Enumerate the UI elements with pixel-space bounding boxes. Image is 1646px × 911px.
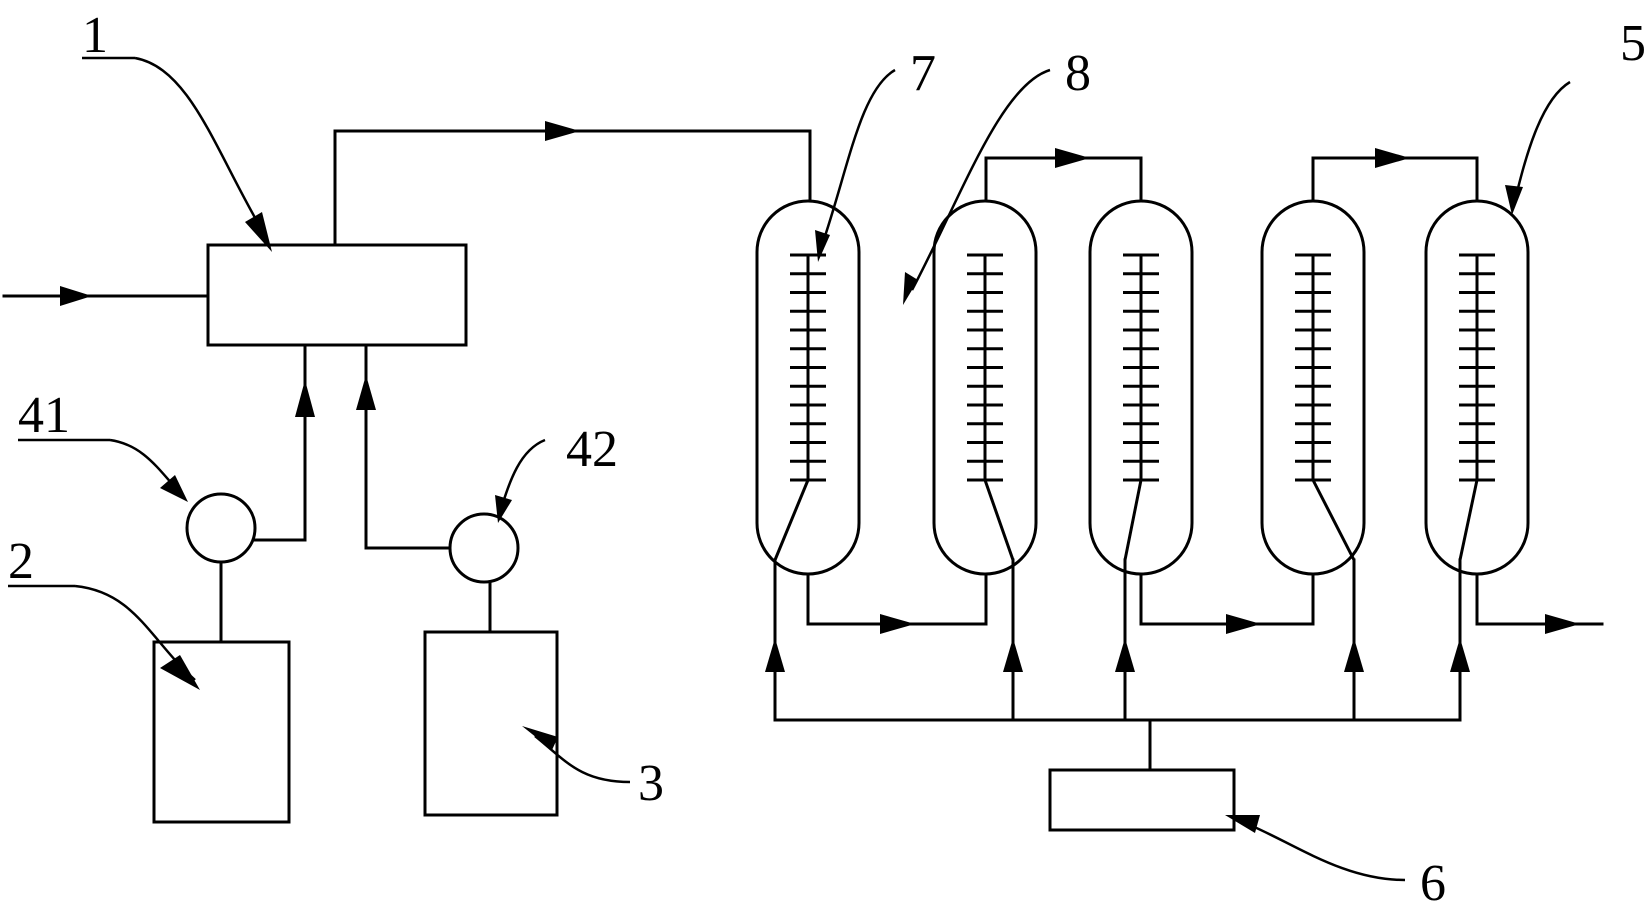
distributor-rack-4	[1295, 253, 1356, 561]
label-6: 6	[1225, 815, 1446, 911]
distributor-rack-3	[1123, 253, 1159, 561]
tank-3	[423, 630, 559, 817]
supply-unit-6	[1048, 768, 1236, 832]
pump-42-to-mixer-line	[356, 343, 452, 550]
label-42: 42	[495, 421, 618, 523]
top-connector-2-3	[984, 148, 1143, 203]
distributor-racks	[773, 253, 1495, 561]
svg-text:5: 5	[1620, 15, 1646, 72]
svg-text:8: 8	[1065, 45, 1091, 102]
label-8: 8	[903, 45, 1091, 305]
svg-text:41: 41	[18, 387, 70, 444]
label-3: 3	[522, 726, 664, 812]
svg-text:2: 2	[8, 533, 34, 590]
label-41: 41	[18, 387, 188, 502]
mixer-unit-1	[206, 243, 468, 347]
label-1: 1	[82, 7, 272, 252]
label-2: 2	[8, 533, 200, 690]
svg-text:7: 7	[910, 45, 936, 102]
supply-manifold	[765, 558, 1470, 772]
svg-text:42: 42	[566, 421, 618, 478]
distributor-rack-2	[967, 253, 1015, 561]
distributor-rack-1	[773, 253, 826, 561]
distributor-rack-5	[1458, 253, 1495, 561]
svg-text:1: 1	[82, 7, 108, 64]
label-7: 7	[815, 45, 936, 262]
svg-text:3: 3	[638, 755, 664, 812]
pump-41	[185, 492, 257, 564]
bottom-connector-1-2	[806, 572, 988, 634]
product-outlet-line	[1475, 572, 1604, 634]
top-connector-4-5	[1311, 148, 1479, 203]
bottom-connector-3-4	[1139, 572, 1315, 634]
mixer-outlet-line	[333, 121, 812, 247]
pump-42	[448, 512, 520, 584]
pump-41-to-mixer-line	[253, 343, 315, 542]
feed-inlet-line	[2, 286, 210, 306]
label-5: 5	[1505, 15, 1646, 215]
svg-text:6: 6	[1420, 855, 1446, 911]
